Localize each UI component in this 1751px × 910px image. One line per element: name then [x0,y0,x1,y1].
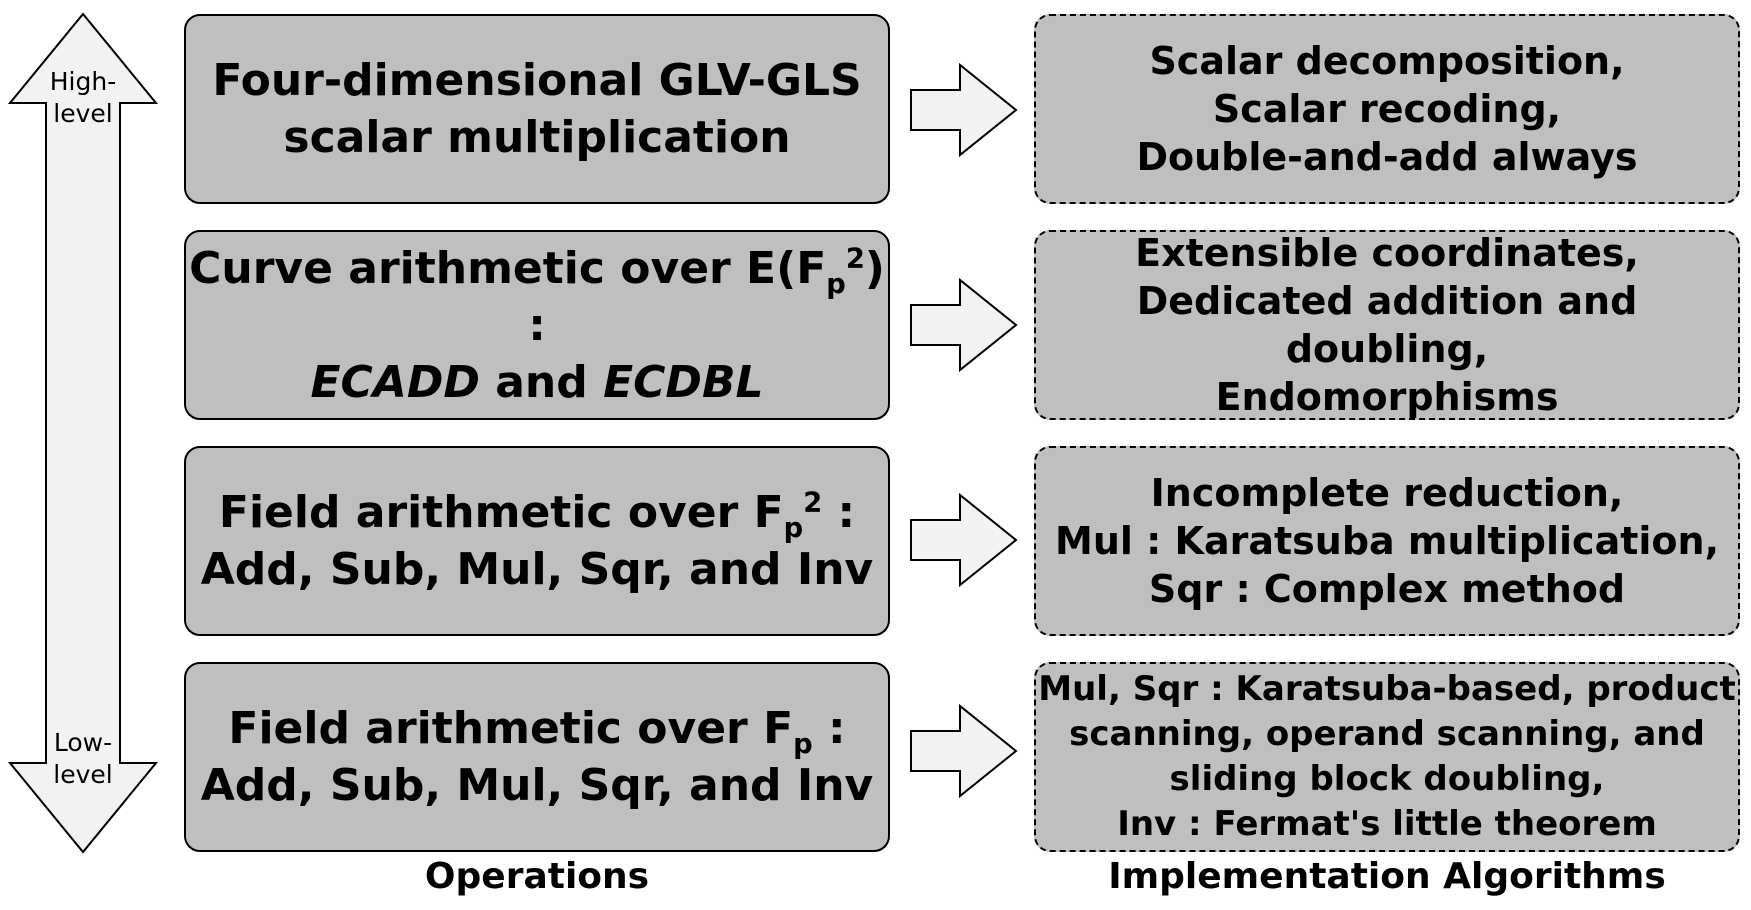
low-level-label: Low- level [53,728,113,789]
algorithm-box-scalar: Scalar decomposition, Scalar recoding, D… [1034,14,1740,204]
right-arrow-4 [910,703,1018,799]
right-arrow-2 [910,277,1018,373]
right-arrow-3 [910,492,1018,588]
right-arrow-1 [910,62,1018,158]
operation-box-curve-arithmetic: Curve arithmetic over E(Fp2) : ECADD and… [184,230,890,420]
operation-box-field-arithmetic-fp: Field arithmetic over Fp : Add, Sub, Mul… [184,662,890,852]
level-double-arrow [7,12,159,854]
operation-box-field-arithmetic-fp2: Field arithmetic over Fp2 : Add, Sub, Mu… [184,446,890,636]
high-level-label: High- level [49,67,117,128]
algorithm-box-field-fp2: Incomplete reduction, Mul : Karatsuba mu… [1034,446,1740,636]
algorithm-box-curve: Extensible coordinates, Dedicated additi… [1034,230,1740,420]
level-arrow-shape [7,12,159,854]
algorithms-column-label: Implementation Algorithms [1108,856,1666,897]
operations-column-label: Operations [424,856,650,897]
algorithm-box-field-fp: Mul, Sqr : Karatsuba-based, product scan… [1034,662,1740,852]
operation-box-scalar-multiplication: Four-dimensional GLV-GLS scalar multipli… [184,14,890,204]
